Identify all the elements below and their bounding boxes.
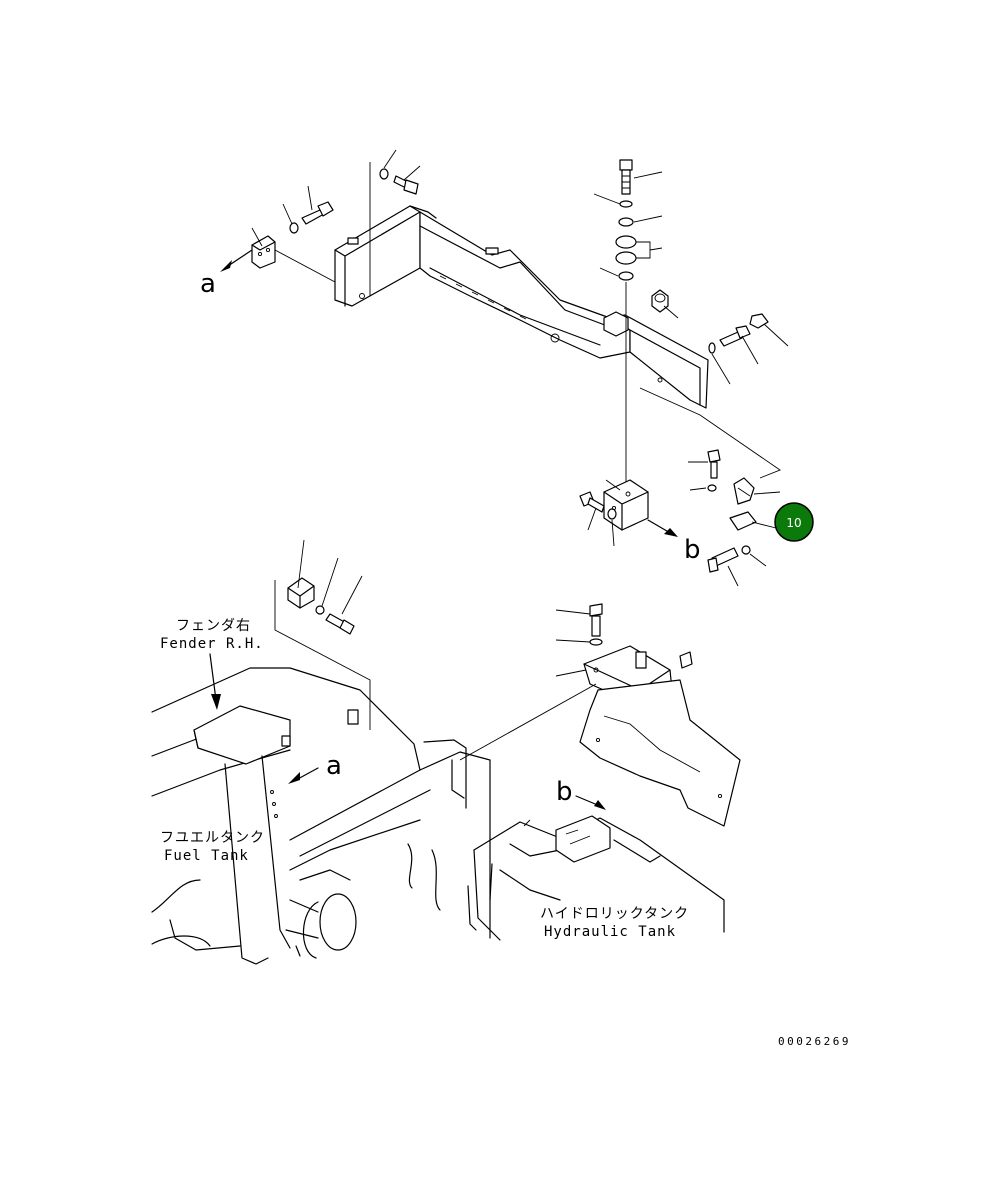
vertical-fastener-stack <box>593 159 679 490</box>
upper-cover-assembly <box>334 205 781 479</box>
clamp-group <box>688 449 781 587</box>
fuel-tank-label-jp: フユエルタンク <box>160 830 265 846</box>
callout-b-right: b <box>684 535 701 565</box>
right-fastener-group <box>708 313 789 385</box>
left-bracket-group <box>220 185 336 283</box>
callout-b-lower: b <box>556 777 573 807</box>
machine-body <box>151 653 725 965</box>
part-number-text: 10 <box>786 516 801 530</box>
hydraulic-cover-group <box>459 603 741 827</box>
part-number-badge[interactable]: 10 <box>774 502 814 542</box>
hydraulic-tank-label-en: Hydraulic Tank <box>544 924 676 940</box>
fender-label-en: Fender R.H. <box>160 636 264 652</box>
callout-a-top: a <box>200 269 216 299</box>
fender-bracket-group <box>274 539 371 730</box>
b-bracket-assembly <box>579 479 678 547</box>
fender-label-jp: フェンダ右 <box>176 618 251 634</box>
top-fastener-group <box>369 149 421 296</box>
callout-a-lower: a <box>326 751 342 781</box>
drawing-code: 00026269 <box>778 1035 851 1048</box>
hydraulic-tank-label-jp: ハイドロリックタンク <box>540 906 689 922</box>
fuel-tank-label-en: Fuel Tank <box>164 848 249 864</box>
